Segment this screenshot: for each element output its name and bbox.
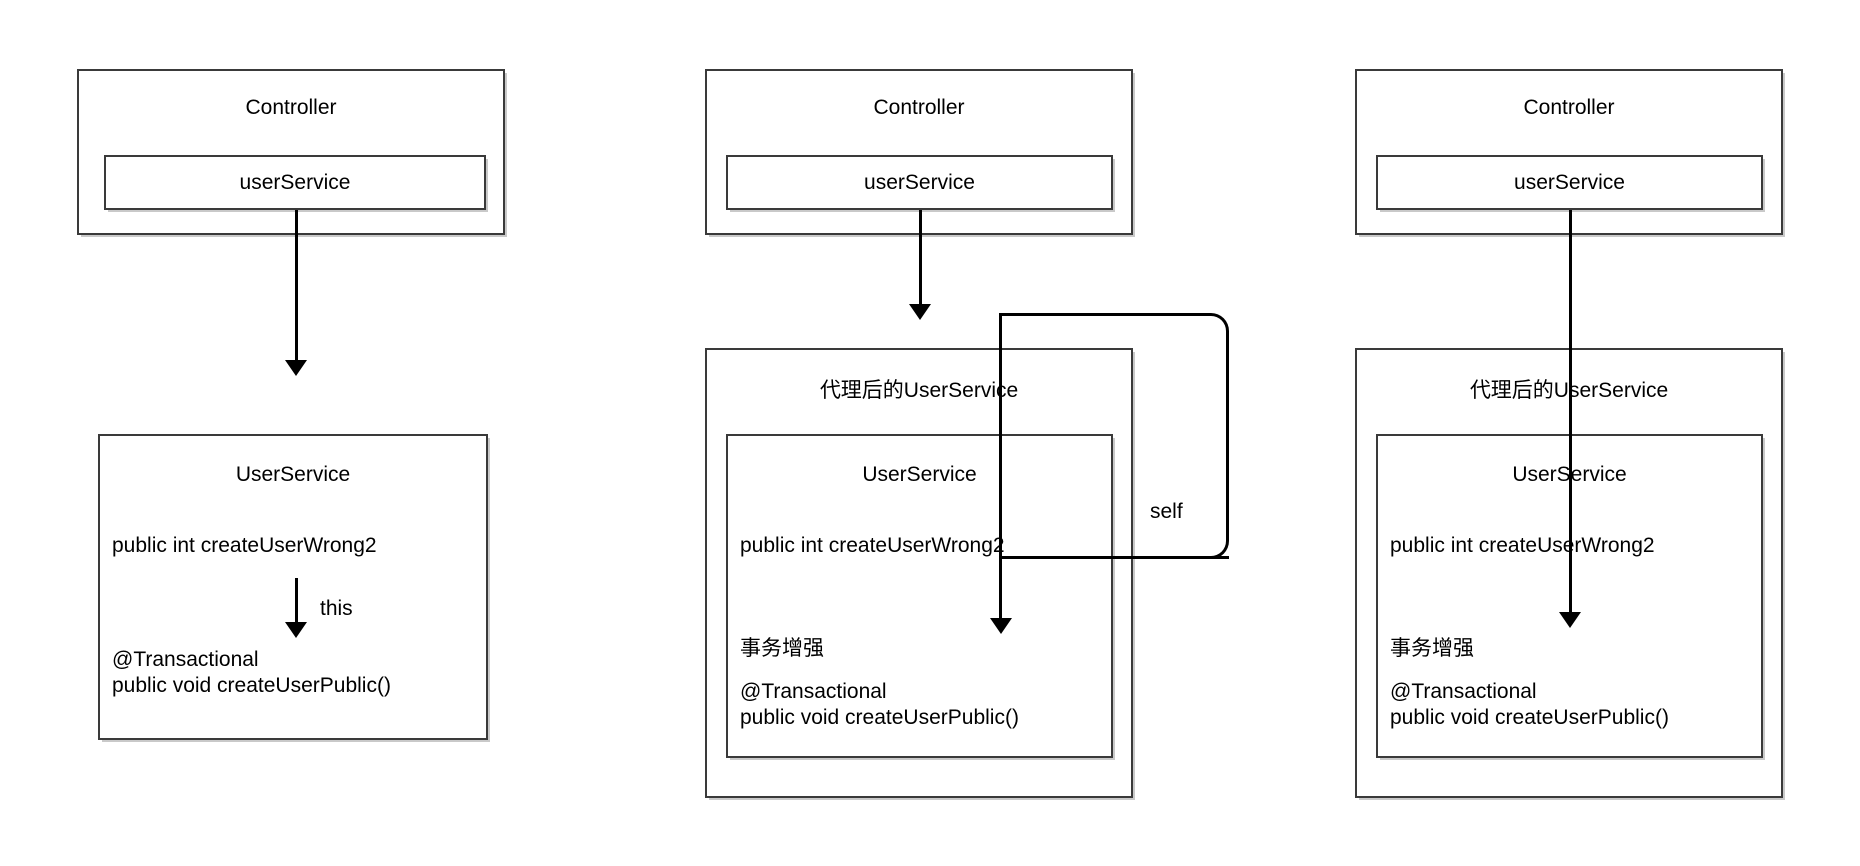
panel-1-controller-field-box bbox=[104, 155, 486, 210]
panel-2-edge-controller-to-proxy-arrowhead bbox=[909, 304, 931, 320]
panel-1-edge-this-label: this bbox=[320, 597, 353, 620]
panel-2-edge-self-loop-label: self bbox=[1150, 500, 1183, 523]
panel-2-edge-self-loop-arrowhead bbox=[990, 618, 1012, 634]
panel-3-controller-field-box bbox=[1376, 155, 1763, 210]
panel-1-edge-controller-to-service-arrowhead bbox=[285, 360, 307, 376]
panel-2-service-box bbox=[726, 434, 1113, 758]
panel-1-controller-box bbox=[77, 69, 505, 235]
panel-3-edge-through-line bbox=[1569, 210, 1572, 618]
panel-1-edge-controller-to-service-line bbox=[295, 210, 298, 366]
panel-3-edge-through-arrowhead bbox=[1559, 612, 1581, 628]
panel-1-edge-this-line bbox=[295, 578, 298, 628]
panel-2-edge-self-loop-descender bbox=[999, 313, 1002, 624]
panel-2-controller-field-box bbox=[726, 155, 1113, 210]
panel-2-edge-self-loop-curve bbox=[1000, 313, 1229, 559]
panel-1-service-box bbox=[98, 434, 488, 740]
panel-1-edge-this-arrowhead bbox=[285, 622, 307, 638]
panel-2-edge-controller-to-proxy-line bbox=[919, 210, 922, 310]
